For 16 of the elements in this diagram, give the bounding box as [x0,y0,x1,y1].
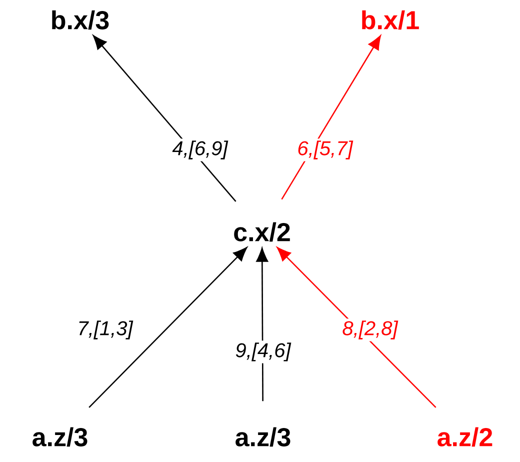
arrow [256,248,268,402]
arrow [281,35,381,200]
edge-label: 8,[2,8] [340,318,400,342]
edge-label: 4,[6,9] [170,138,230,162]
edge-label: 6,[5,7] [295,138,355,162]
node-label: c.x/2 [234,222,290,242]
arrow [276,246,436,408]
arrow [88,246,248,408]
node-label: b.x/1 [362,10,419,30]
node-label: a.z/3 [236,427,290,447]
node-label: b.x/3 [52,10,109,30]
node-label: a.z/2 [438,427,492,447]
edge-label: 9,[4,6] [233,340,293,364]
node-label: a.z/3 [32,427,88,447]
arrow [92,35,236,202]
edge-label: 7,[1,3] [75,318,135,342]
